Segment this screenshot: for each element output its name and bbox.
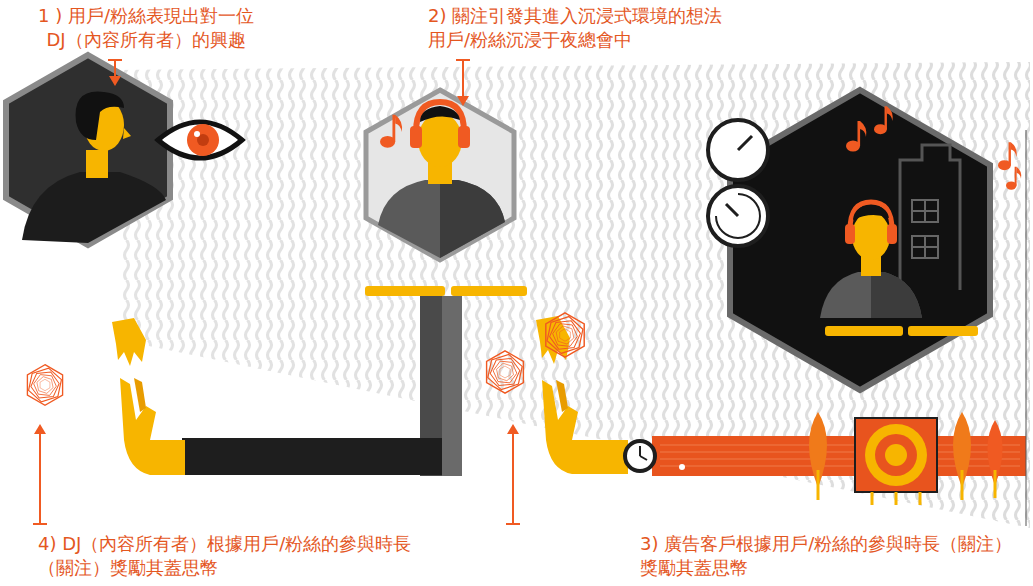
callout-label: 2) 關注引發其進入沉浸式環境的想法 用戶/粉絲沉浸于夜總會中 — [428, 4, 733, 52]
fan-figure — [6, 55, 170, 245]
eye-icon — [158, 122, 242, 158]
music-note — [846, 121, 866, 152]
coin — [27, 365, 63, 406]
pipe — [182, 438, 442, 475]
leader-line — [1026, 130, 1027, 526]
watch — [625, 441, 655, 471]
wave-fade — [120, 62, 1030, 528]
callout-label: 3) 廣告客戶根據用戶/粉絲的參與時長（關注）獎勵其蓋思幣 — [640, 532, 1024, 580]
coin — [486, 351, 524, 393]
wave-band — [120, 62, 1030, 528]
dj-deck — [451, 286, 527, 296]
dj-deck — [365, 286, 445, 296]
callout-label: 4) DJ（內容所有者）根據用戶/粉絲的參與時長（關注）獎勵其蓋思幣 — [38, 532, 438, 580]
music-note — [874, 106, 893, 134]
tree — [809, 412, 1003, 500]
coin — [545, 313, 585, 357]
pipe — [442, 296, 462, 476]
music-note — [1006, 167, 1021, 190]
music-note — [380, 115, 402, 148]
callout-label: 1 ) 用戶/粉絲表現出對一位 DJ（內容所有者）的興趣 — [30, 4, 262, 52]
clock-icon — [708, 120, 768, 246]
listener-figure — [366, 90, 514, 260]
callout-arrow — [33, 60, 520, 524]
ad-target — [855, 418, 937, 505]
nightclub-figure — [730, 90, 990, 390]
hand — [536, 316, 628, 474]
music-note — [998, 142, 1017, 170]
band-dot — [679, 464, 685, 470]
hand — [112, 318, 185, 475]
